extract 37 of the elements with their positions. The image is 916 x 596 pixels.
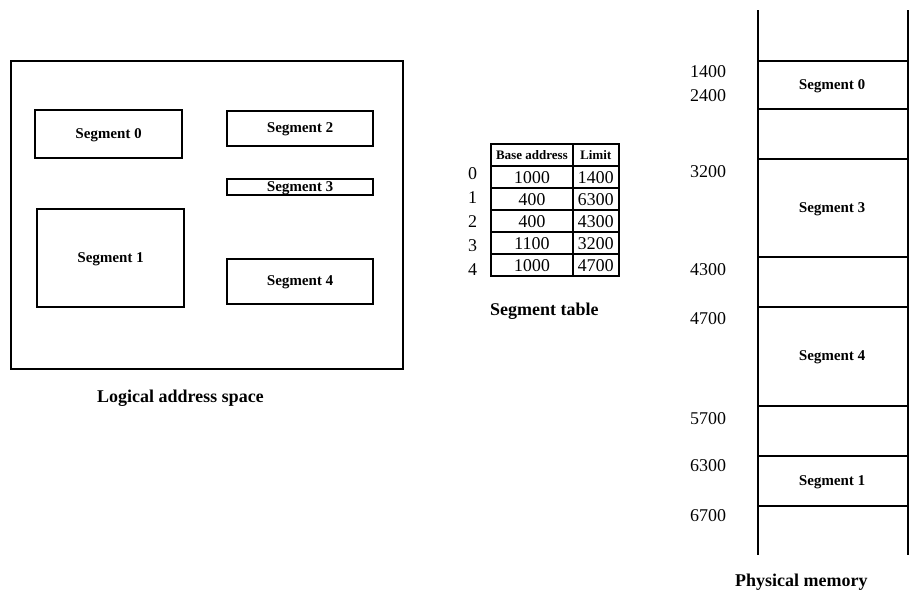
row-index: 1 bbox=[468, 187, 477, 208]
address-label: 2400 bbox=[690, 85, 726, 106]
address-label: 4700 bbox=[690, 308, 726, 329]
table-cell: 4300 bbox=[572, 210, 619, 232]
segment-box: Segment 1 bbox=[36, 208, 185, 308]
row-index: 4 bbox=[468, 259, 477, 280]
address-label: 1400 bbox=[690, 61, 726, 82]
table-cell: 6300 bbox=[572, 188, 619, 210]
memory-segment: Segment 1 bbox=[757, 457, 907, 507]
segment-box: Segment 0 bbox=[34, 109, 183, 159]
address-label: 6700 bbox=[690, 505, 726, 526]
address-label: 3200 bbox=[690, 161, 726, 182]
header-cell: Base address bbox=[491, 144, 573, 166]
table-cell: 1100 bbox=[491, 232, 573, 254]
table-caption: Segment table bbox=[490, 299, 598, 320]
table-cell: 3200 bbox=[572, 232, 619, 254]
table-cell: 4700 bbox=[572, 254, 619, 276]
table-cell: 1000 bbox=[491, 254, 573, 276]
segment-box: Segment 4 bbox=[226, 258, 374, 305]
table-cell: 1400 bbox=[572, 166, 619, 188]
row-index: 3 bbox=[468, 235, 477, 256]
table-cell: 1000 bbox=[491, 166, 573, 188]
address-label: 6300 bbox=[690, 455, 726, 476]
memory-segment: Segment 3 bbox=[757, 160, 907, 258]
space-caption: Logical address space bbox=[97, 386, 264, 407]
table-cell: 400 bbox=[491, 210, 573, 232]
header-cell: Limit bbox=[572, 144, 619, 166]
row-index: 2 bbox=[468, 211, 477, 232]
memory-segment: Segment 0 bbox=[757, 60, 907, 110]
memory-caption: Physical memory bbox=[735, 570, 868, 591]
memory-segment: Segment 4 bbox=[757, 308, 907, 407]
row-index: 0 bbox=[468, 163, 477, 184]
table-cell: 400 bbox=[491, 188, 573, 210]
address-label: 5700 bbox=[690, 408, 726, 429]
address-label: 4300 bbox=[690, 259, 726, 280]
segment-box: Segment 2 bbox=[226, 110, 374, 147]
segment-box: Segment 3 bbox=[226, 178, 374, 196]
